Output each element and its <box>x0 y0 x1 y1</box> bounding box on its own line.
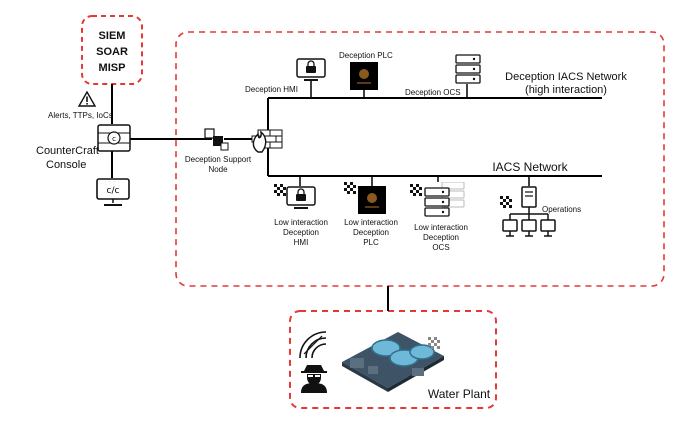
decoy-pattern-icon <box>410 184 422 196</box>
water-plant-box <box>289 310 497 409</box>
decoy-pattern-icon <box>344 182 356 194</box>
alerts-label: Alerts, TTPs, IoCs <box>48 111 113 120</box>
hmi-lock-icon[interactable] <box>286 186 316 210</box>
server-rack-icon[interactable] <box>424 182 468 222</box>
decoy-pattern-icon <box>500 196 512 208</box>
console-label-1: CounterCraft <box>36 145 99 157</box>
operations-label: Operations <box>542 205 582 214</box>
low-ocs-label-1: Low interaction <box>414 223 468 232</box>
low-ocs-label-2: Deception <box>422 233 460 242</box>
water-plant-label: Water Plant <box>427 387 491 401</box>
low-hmi-label-3: HMI <box>293 238 309 247</box>
plc-icon[interactable] <box>358 186 386 214</box>
low-plc-label-3: PLC <box>363 238 379 247</box>
decoy-pattern-icon <box>274 184 286 196</box>
water-plant-icon <box>342 332 444 392</box>
low-plc-label-1: Low interaction <box>344 218 398 227</box>
deception-area-box <box>175 31 665 287</box>
operations-network-icon[interactable] <box>502 186 560 244</box>
soar-label: SOAR <box>96 46 128 58</box>
iacs-network-label: IACS Network <box>492 160 568 174</box>
router-icon[interactable] <box>204 128 230 152</box>
low-hmi-label-1: Low interaction <box>274 218 328 227</box>
support-label-2: Node <box>208 165 228 174</box>
plc-label: Deception PLC <box>339 51 393 60</box>
hacker-icon <box>301 365 327 393</box>
svg-text:c: c <box>112 135 116 143</box>
misp-label: MISP <box>98 62 126 74</box>
decoy-pattern-icon <box>428 337 440 349</box>
hmi-label: Deception HMI <box>245 85 298 94</box>
plc-icon[interactable] <box>350 62 378 90</box>
warning-icon <box>78 91 96 107</box>
radar-icon <box>299 331 327 359</box>
console-label-2: Console <box>46 159 87 171</box>
svg-text:c/c: c/c <box>107 186 120 196</box>
low-hmi-label-2: Deception <box>282 228 320 237</box>
low-ocs-label-3: OCS <box>432 243 450 252</box>
monitor-icon[interactable]: c/c <box>95 178 131 208</box>
high-network-label-1: Deception IACS Network <box>505 71 627 83</box>
hmi-lock-icon[interactable] <box>296 58 326 82</box>
support-label-1: Deception Support <box>184 155 252 164</box>
high-network-label-2: (high interaction) <box>525 84 607 96</box>
low-plc-label-2: Deception <box>352 228 390 237</box>
firewall-icon[interactable] <box>250 124 284 154</box>
siem-label: SIEM <box>98 30 126 42</box>
ocs-label: Deception OCS <box>405 88 461 97</box>
console-icon[interactable]: c <box>97 124 131 152</box>
server-rack-icon[interactable] <box>455 54 481 84</box>
